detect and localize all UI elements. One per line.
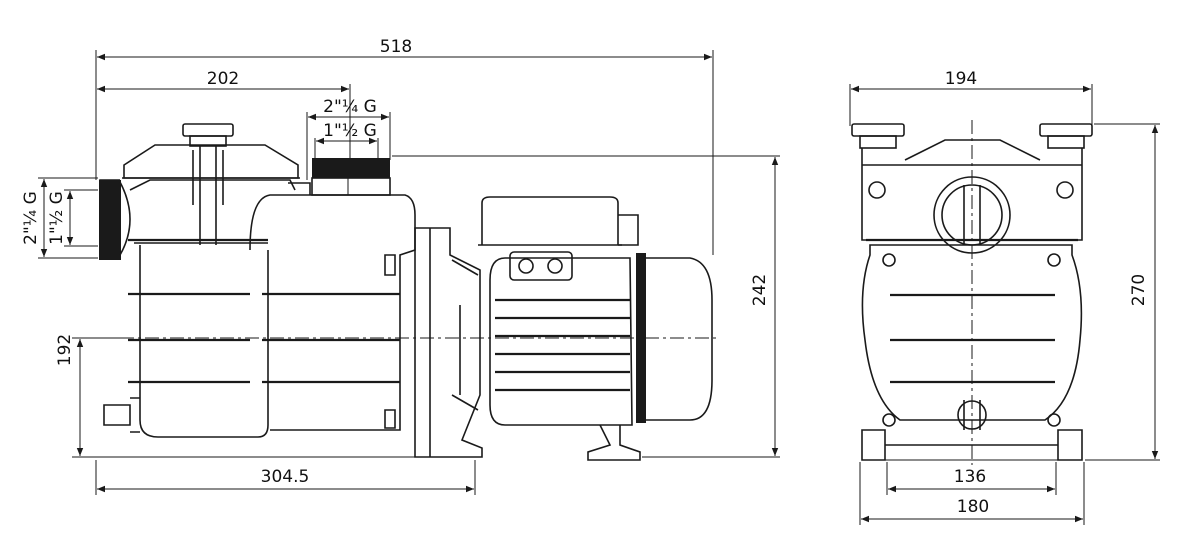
front-view	[851, 120, 1093, 465]
dim-overall-length: 518	[380, 37, 412, 57]
dim-inlet-axis: 202	[207, 69, 239, 89]
dim-total-height: 242	[750, 274, 770, 306]
side-view	[99, 123, 720, 461]
dim-front-width: 194	[945, 69, 977, 89]
strainer-housing	[99, 123, 300, 438]
dim-base-length: 304.5	[261, 467, 310, 487]
dim-inlet-height: 192	[55, 334, 75, 366]
dim-foot-spacing: 136	[954, 467, 986, 487]
motor	[478, 196, 713, 461]
dim-base-width: 180	[957, 497, 989, 517]
dim-outlet-large: 2"¼ G	[323, 97, 377, 117]
side-view-dimensions: 518 202 2"¼ G 1"½ G 242 192 2"¼ G 1"½ G	[21, 37, 780, 495]
dim-outlet-small: 1"½ G	[323, 121, 377, 141]
dim-inlet-small: 1"½ G	[47, 191, 67, 245]
motor-flange	[414, 227, 483, 458]
front-view-dimensions: 194 270 136 180	[849, 69, 1160, 525]
dim-inlet-large: 2"¼ G	[21, 191, 41, 245]
dim-front-height: 270	[1129, 274, 1149, 306]
pump-volute	[249, 158, 416, 431]
